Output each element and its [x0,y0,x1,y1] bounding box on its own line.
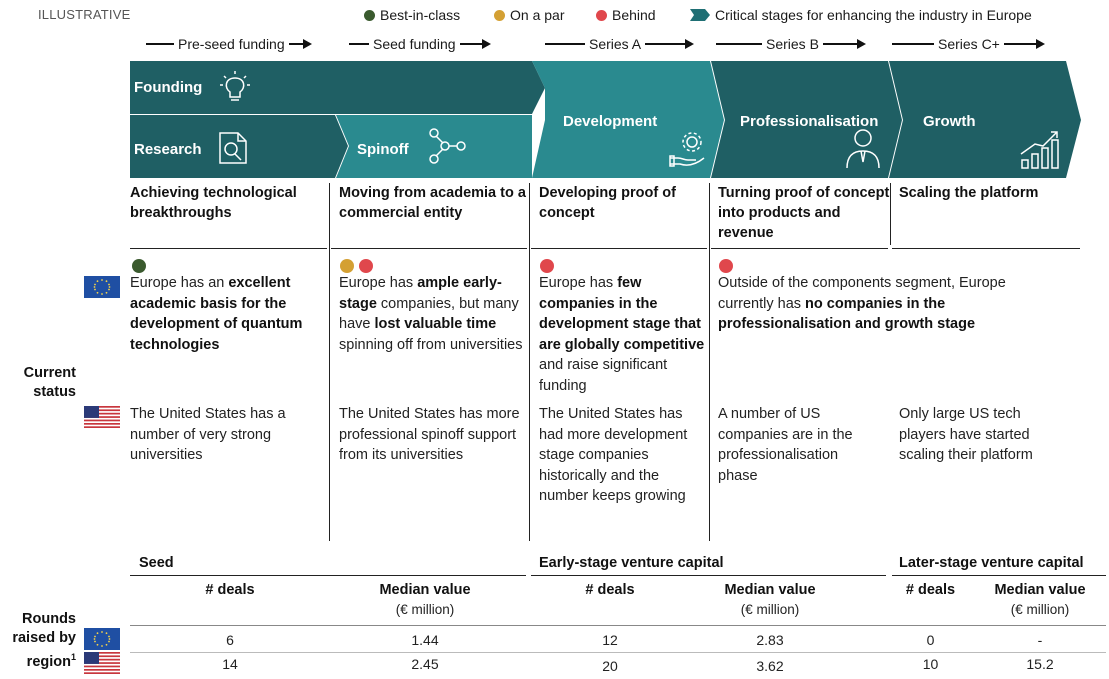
eu-early-deals: 12 [602,632,618,648]
eu-flag-icon [84,276,120,298]
eu-seed-deals: 6 [226,632,234,648]
red-dot-icon [359,259,373,273]
stage-title-4: Turning proof of concept into products a… [718,185,890,241]
europe-status-later: Outside of the components segment, Europ… [718,275,1006,332]
development-banner [532,61,724,178]
funding-series-a: Series A [545,35,695,53]
column-divider [529,183,530,541]
us-flag-icon [84,652,120,674]
eu-early-median: 2.83 [756,632,784,648]
stage-title-3: Developing proof of concept [539,185,676,221]
divider [130,625,1106,626]
divider [130,575,526,576]
green-dot-icon [364,9,375,21]
stage-spinoff: Spinoff [357,141,409,158]
median-header: Median value [994,582,1086,598]
teal-chevron-icon [690,9,710,21]
growth-chart-icon [1020,131,1059,169]
legend-label: Best-in-class [380,7,461,23]
deals-header: # deals [905,582,956,598]
median-unit: (€ million) [1010,602,1070,617]
us-status-spinoff: The United States has more professional … [339,406,520,463]
research-banner [130,115,348,178]
legend-label: Behind [612,7,656,23]
stage-banner [130,61,1081,178]
eu-later-deals: 0 [926,632,935,648]
yellow-dot-icon [340,259,354,273]
red-dot-icon [540,259,554,273]
us-later-median: 15.2 [1026,656,1054,672]
median-header: Median value [724,582,816,598]
legend-on-a-par: On a par [494,6,564,24]
divider [130,248,327,249]
yellow-dot-icon [494,9,505,21]
hand-gear-icon [669,132,705,167]
legend-label: Critical stages for enhancing the indust… [715,7,1032,23]
legend-critical-stages: Critical stages for enhancing the indust… [690,6,1032,24]
red-dot-icon [719,259,733,273]
illustrative-label: ILLUSTRATIVE [38,7,131,22]
legend-label: On a par [510,7,565,23]
column-divider [890,183,891,245]
median-unit: (€ million) [395,602,455,617]
funding-seed: Seed funding [349,35,491,53]
network-nodes-icon [429,128,466,164]
us-early-deals: 20 [602,658,618,674]
lightbulb-icon [220,71,250,101]
stage-development: Development [563,113,658,130]
stage-title-2: Moving from academia to a commercial ent… [339,185,526,221]
divider [711,248,888,249]
column-divider [329,183,330,541]
legend-best-in-class: Best-in-class [364,6,460,24]
funding-pre-seed: Pre-seed funding [146,35,312,53]
section-early-stage: Early-stage venture capital [539,555,724,571]
us-later-deals: 10 [922,656,939,672]
section-later-stage: Later-stage venture capital [899,555,1084,571]
us-status-research: The United States has a number of very s… [130,406,286,463]
professionalisation-banner [711,61,902,178]
section-seed: Seed [139,555,174,571]
funding-series-c: Series C+ [892,35,1045,53]
stage-founding: Founding [134,79,203,96]
stage-professionalisation: Professionalisation [740,113,879,130]
divider [331,248,527,249]
stage-growth: Growth [923,113,976,130]
current-status-label: Current status [23,365,76,400]
eu-later-median: - [1037,632,1043,648]
rounds-label: Rounds raised by region1 [12,611,76,670]
spinoff-banner [336,115,532,178]
green-dot-icon [132,259,146,273]
us-seed-median: 2.45 [411,656,439,672]
us-early-median: 3.62 [756,658,784,674]
funding-series-b: Series B [716,35,866,53]
us-status-growth: Only large US tech players have started … [899,406,1033,463]
divider [531,575,886,576]
stage-title-5: Scaling the platform [899,185,1039,201]
stage-title-1: Achieving technological breakthroughs [130,185,297,221]
growth-banner [889,61,1081,178]
person-tie-icon [846,129,880,169]
divider [531,248,707,249]
europe-status-spinoff: Europe has ample early-stage companies, … [339,275,523,353]
us-flag-icon [84,406,120,428]
deals-header: # deals [205,582,255,598]
deals-header: # deals [585,582,635,598]
divider [892,248,1080,249]
median-unit: (€ million) [740,602,800,617]
eu-flag-icon [84,628,120,650]
europe-status-development: Europe has few companies in the developm… [539,275,705,394]
stage-research: Research [134,141,202,158]
median-header: Median value [379,582,471,598]
legend-behind: Behind [596,6,656,24]
divider [892,575,1106,576]
eu-seed-median: 1.44 [411,632,439,648]
us-seed-deals: 14 [222,656,238,672]
us-status-development: The United States has had more developme… [539,406,688,504]
red-dot-icon [596,9,607,21]
us-status-professionalisation: A number of US companies are in the prof… [718,406,853,484]
document-search-icon [219,132,247,164]
europe-status-research: Europe has an excellent academic basis f… [130,275,303,353]
divider [130,652,1106,653]
column-divider [709,183,710,541]
